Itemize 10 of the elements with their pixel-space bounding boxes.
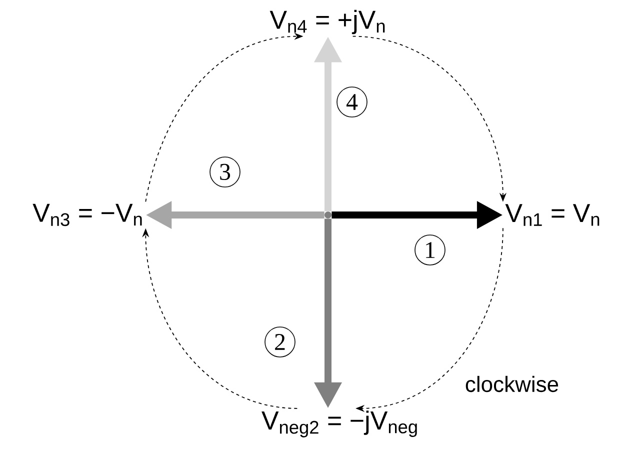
note-text: clockwise — [466, 376, 558, 392]
origin-point — [324, 212, 332, 218]
callout-number: 3 — [210, 156, 240, 188]
callout-number: 2 — [264, 326, 296, 358]
callout-number: 1 — [414, 234, 446, 266]
phasor-label: V$_{neg2}$ = −jV$_{neg}$ — [262, 410, 417, 438]
callout-number: 4 — [336, 86, 368, 118]
phasor-label: V$_{n1}$ = V$_{n}$ — [505, 204, 600, 226]
phasor-label: V$_{n4}$ = +jV$_{n}$ — [270, 10, 385, 34]
phasor-label: V$_{n3}$ = −V$_{n}$ — [32, 204, 142, 226]
